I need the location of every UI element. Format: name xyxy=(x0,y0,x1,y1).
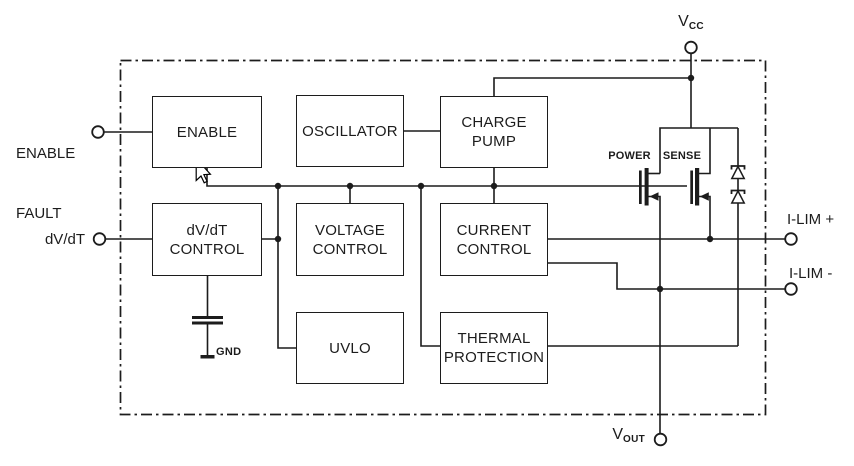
sense-fet-label: SENSE xyxy=(662,150,702,162)
enable-fault-pin-label: ENABLE FAULT xyxy=(16,104,75,264)
vout-label-main: V xyxy=(612,426,623,443)
wire-thermal-left xyxy=(420,186,441,347)
wire-drain-rail xyxy=(659,127,738,174)
vout-pin-label: VOUT xyxy=(590,426,645,449)
charge-pump-label-line1: CHARGE xyxy=(461,114,527,131)
capacitor-plate xyxy=(192,321,223,325)
ic-boundary xyxy=(119,59,767,416)
enable-fault-label-line1: ENABLE xyxy=(16,145,76,162)
diode-icon xyxy=(730,189,746,204)
junction-dot xyxy=(274,235,282,243)
gnd-label: GND xyxy=(216,346,242,358)
power-fet-gate-bar xyxy=(639,170,642,204)
sense-fet-source-arrow xyxy=(699,192,709,201)
ground-icon xyxy=(200,355,215,359)
current-control-label-line2: CONTROL xyxy=(456,240,532,258)
junction-dot xyxy=(687,74,695,82)
junction-dot xyxy=(417,182,425,190)
sense-fet-channel-bar xyxy=(695,168,700,206)
vcc-label-sub: CC xyxy=(688,21,704,32)
enable-block: ENABLE xyxy=(152,96,262,168)
dvdt-pin-label: dV/dT xyxy=(44,231,85,248)
thermal-protection-label-line2: PROTECTION xyxy=(443,349,545,366)
ilim-minus-pin-label: I-LIM - xyxy=(789,265,833,282)
wire-chargepump-vcc xyxy=(493,77,691,97)
uvlo-block: UVLO xyxy=(296,312,404,384)
thermal-protection-block: THERMAL PROTECTION xyxy=(440,312,548,384)
dvdt-control-block: dV/dT CONTROL xyxy=(152,203,262,276)
power-fet-label: POWER xyxy=(608,150,651,162)
charge-pump-label-line2: PUMP xyxy=(471,133,517,150)
diode-icon xyxy=(730,164,746,180)
charge-pump-block: CHARGE PUMP xyxy=(440,96,548,168)
wire-ilim-minus xyxy=(548,262,785,290)
thermal-protection-label-line1: THERMAL xyxy=(457,330,531,347)
vout-pin xyxy=(653,432,668,447)
ilim-plus-pin xyxy=(784,232,798,246)
current-control-label-line1: CURRENT xyxy=(456,221,532,239)
power-fet-source-arrow xyxy=(649,192,659,201)
wire-dvdt-uvlo xyxy=(262,186,296,349)
pin-terminals xyxy=(91,40,798,447)
capacitor-icon xyxy=(192,316,223,325)
voltage-control-block: VOLTAGE CONTROL xyxy=(296,203,404,276)
junction-dot xyxy=(706,235,714,243)
enable-fault-pin xyxy=(91,125,105,139)
wire-sense-drain xyxy=(696,128,711,175)
junction-dot xyxy=(656,285,664,293)
junction-dot xyxy=(346,182,354,190)
dvdt-control-label-line1: dV/dT xyxy=(186,221,228,239)
power-fet-channel-bar xyxy=(644,168,649,206)
enable-block-label: ENABLE xyxy=(176,123,238,141)
sense-fet-gate-bar xyxy=(690,170,693,204)
junction-dot xyxy=(490,182,498,190)
uvlo-block-label: UVLO xyxy=(329,339,371,357)
voltage-control-label-line1: VOLTAGE xyxy=(314,221,386,239)
dvdt-pin xyxy=(92,232,107,246)
enable-fault-label-line2: FAULT xyxy=(16,205,62,222)
oscillator-block-label: OSCILLATOR xyxy=(302,122,398,140)
oscillator-block: OSCILLATOR xyxy=(296,95,404,167)
vcc-label-main: V xyxy=(678,13,689,30)
wire-power-source-vout xyxy=(648,195,661,433)
ilim-minus-pin xyxy=(784,282,798,296)
voltage-control-label-line2: CONTROL xyxy=(312,240,388,258)
ilim-plus-pin-label: I-LIM + xyxy=(787,211,835,228)
vcc-pin xyxy=(684,40,698,55)
vout-label-sub: OUT xyxy=(622,434,645,445)
current-control-block: CURRENT CONTROL xyxy=(440,203,548,276)
vcc-pin-label: VCC xyxy=(666,13,716,36)
junction-dot xyxy=(274,182,282,190)
sense-fet-icon xyxy=(690,168,709,206)
diode-stack xyxy=(730,164,746,204)
junction-dots xyxy=(274,74,714,293)
capacitor-plate xyxy=(192,316,223,319)
power-fet-icon xyxy=(639,168,659,206)
dvdt-control-label-line2: CONTROL xyxy=(169,240,245,258)
